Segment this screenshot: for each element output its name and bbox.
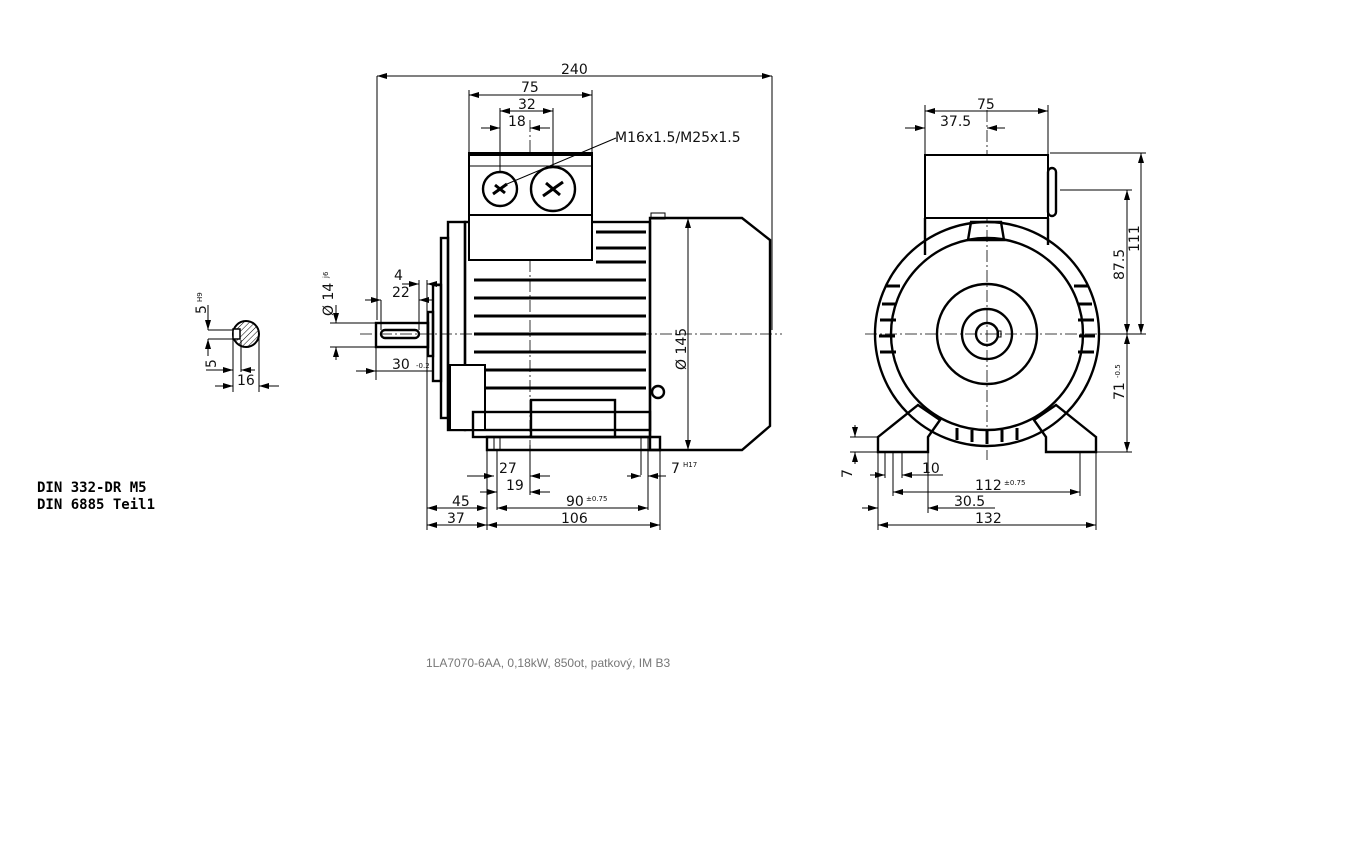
dim-27-label: 27 [499,461,517,477]
overall-width-label: 132 [975,511,1002,527]
gland-thread-label: M16x1.5/M25x1.5 [615,130,741,146]
housing-diameter-label: Ø 145 [674,328,690,370]
height-111-label: 111 [1127,225,1143,252]
dim-45-label: 45 [452,494,470,510]
shaft-diameter-tol: j6 [322,271,330,279]
standard-line-1: DIN 332-DR M5 [37,480,147,496]
shaft-height-label: 16 [237,373,255,389]
hole-7-label: 7 [671,461,680,477]
shaft-length-label: 30 [392,357,410,373]
hole-7-tol: H17 [683,461,697,469]
shaft [374,321,430,349]
front-terminal-box [924,154,1049,219]
dim-90-tol: ±0.75 [586,495,607,503]
height-87-5-label: 87.5 [1112,249,1128,280]
keyway [232,328,241,340]
key-length-label: 22 [392,285,410,301]
overall-length-label: 240 [561,62,588,78]
hole-10-label: 10 [922,461,940,477]
dim-19-label: 19 [506,478,524,494]
dim-37-label: 37 [447,511,465,527]
shaft-length-tol: -0.2 [416,362,430,370]
dim-90-label: 90 [566,494,584,510]
cooling-fins [474,230,646,390]
foot-spacing-label: 112 [975,478,1002,494]
foot-spacing-tol: ±0.75 [1004,479,1025,487]
key-slot [379,328,421,340]
box-half-label: 37.5 [940,114,971,130]
key-section-view: 5 H9 5 16 [194,292,279,392]
motor-caption: 1LA7070-6AA, 0,18kW, 850ot, patkový, IM … [426,656,671,670]
grounding-screw [650,384,666,400]
end-shield-face [889,236,1085,432]
key-width-tol: H9 [196,292,204,302]
standard-line-2: DIN 6885 Teil1 [37,497,156,513]
dim-106-label: 106 [561,511,588,527]
shaft-height-71-label: 71 [1112,382,1128,400]
motor-feet [485,435,662,452]
front-fins [879,284,1095,444]
terminal-box-width-label: 75 [521,80,539,96]
front-view: 75 37.5 111 87.5 71 -0.5 7 10 112 ±0.75 [840,97,1146,530]
gland-offset-label: 18 [508,114,526,130]
dim-30-5-label: 30.5 [954,494,985,510]
shaft-diameter-label: Ø 14 [321,283,337,316]
side-cable-gland [1046,166,1058,218]
front-box-width-label: 75 [977,97,995,113]
key-offset-label: 4 [394,268,403,284]
side-view: M16x1.5/M25x1.5 240 75 32 18 Ø 145 [321,62,782,530]
shaft-end [974,321,1000,347]
shaft-height-tol: -0.5 [1114,364,1122,378]
gland-spacing-label: 32 [518,97,536,113]
key-depth-label: 5 [204,359,220,368]
key-width-label: 5 [194,305,210,314]
foot-thickness-label: 7 [840,469,856,478]
thread-leader [506,137,617,185]
